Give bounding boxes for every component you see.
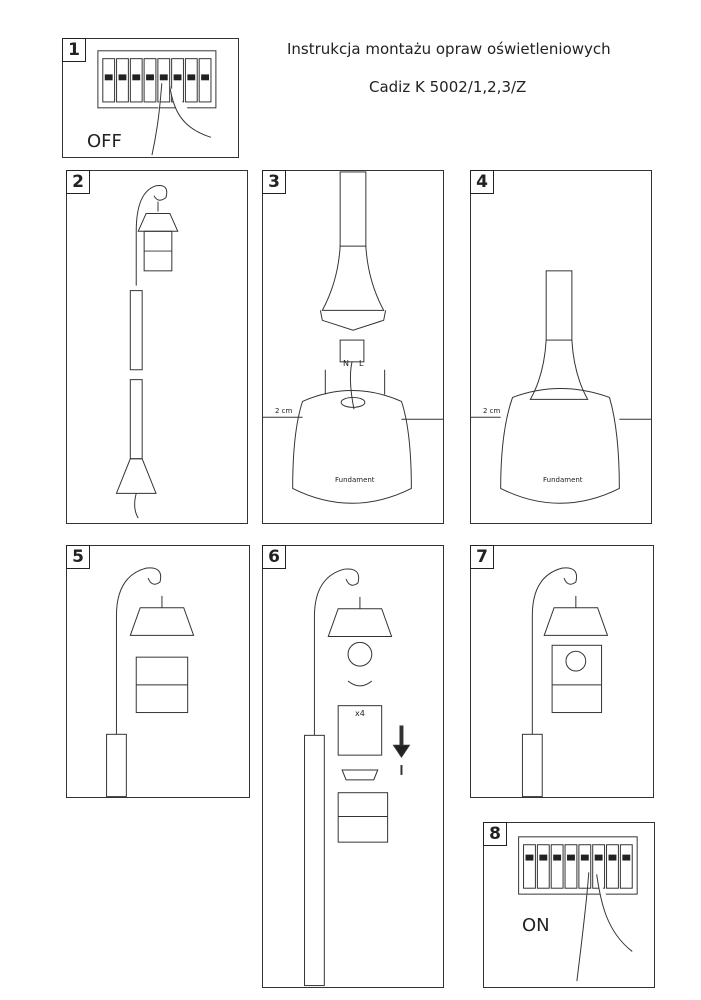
step-number: 6	[262, 545, 286, 569]
glass-count-label: x4	[355, 709, 365, 718]
live-label: L	[359, 359, 364, 368]
on-label: ON	[522, 915, 550, 936]
step-number: 2	[66, 170, 90, 194]
breaker-panel-illustration	[97, 50, 217, 156]
model-name: Cadiz K 5002/1,2,3/Z	[369, 78, 527, 96]
breaker-panel-illustration	[518, 836, 638, 982]
step-5-panel: 5	[66, 545, 250, 798]
foundation-wiring-illustration	[263, 171, 443, 504]
step-7-panel: 7	[470, 545, 654, 798]
step-3-panel: 3 N L 2 cm Fundament	[262, 170, 444, 524]
bulb-glass-illustration	[304, 568, 411, 987]
step-2-panel: 2	[66, 170, 248, 524]
step-8-panel: 8 ON	[483, 822, 655, 988]
step-number: 8	[483, 822, 507, 846]
gap-label: 2 cm	[483, 407, 501, 415]
step-number: 1	[62, 38, 86, 62]
pole-mounted-illustration	[471, 270, 651, 504]
step-number: 5	[66, 545, 90, 569]
gap-label: 2 cm	[275, 407, 293, 415]
step-number: 4	[470, 170, 494, 194]
foundation-label: Fundament	[543, 476, 583, 484]
step-4-panel: 4 2 cm Fundament	[470, 170, 652, 524]
step-1-panel: 1 OFF	[62, 38, 239, 158]
lantern-closed-illustration	[521, 567, 609, 797]
page-title: Instrukcja montażu opraw oświetleniowych	[287, 40, 611, 58]
neutral-label: N	[343, 359, 349, 368]
off-label: OFF	[87, 131, 122, 152]
step-number: 7	[470, 545, 494, 569]
lantern-open-illustration	[106, 567, 195, 797]
step-number: 3	[262, 170, 286, 194]
step-6-panel: 6 x4	[262, 545, 444, 988]
foundation-label: Fundament	[335, 476, 375, 484]
pole-assembly-illustration	[115, 185, 179, 519]
